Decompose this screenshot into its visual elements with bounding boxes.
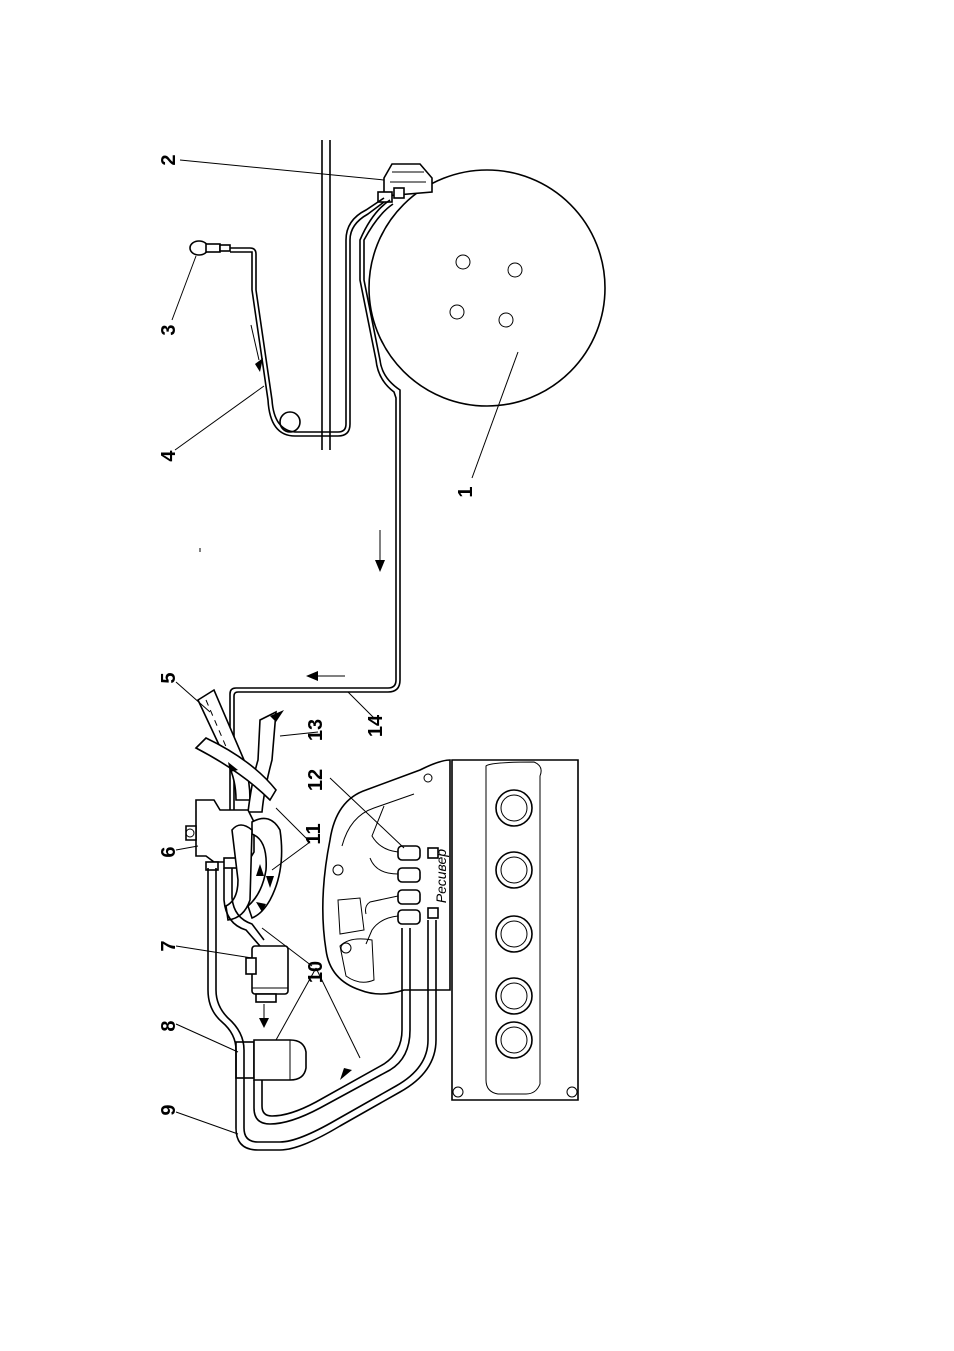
label-2: 2 xyxy=(158,154,180,165)
gas-injectors xyxy=(366,806,439,944)
label-6: 6 xyxy=(158,846,180,857)
label-14: 14 xyxy=(365,714,387,737)
intake-manifold xyxy=(323,760,450,994)
filling-valve xyxy=(190,241,230,255)
label-5: 5 xyxy=(158,672,180,683)
flow-arrow xyxy=(375,530,385,572)
label-1: 1 xyxy=(455,486,477,497)
filling-line xyxy=(230,198,384,436)
flow-arrow xyxy=(259,1004,269,1028)
flow-arrow xyxy=(340,1068,352,1080)
label-9: 9 xyxy=(158,1104,180,1115)
label-4: 4 xyxy=(158,450,180,462)
label-3: 3 xyxy=(158,324,180,335)
gas-tank xyxy=(369,170,605,406)
label-10: 10 xyxy=(305,961,327,983)
engine-block xyxy=(452,760,578,1100)
label-13: 13 xyxy=(305,719,327,741)
gas-distributor xyxy=(236,1040,306,1080)
label-11: 11 xyxy=(303,823,325,844)
label-12: 12 xyxy=(305,769,327,791)
flow-arrow xyxy=(306,671,345,681)
label-receiver: Ресивер xyxy=(433,849,449,903)
label-8: 8 xyxy=(158,1020,180,1031)
label-7: 7 xyxy=(158,940,180,951)
gas-filter xyxy=(246,946,288,1002)
